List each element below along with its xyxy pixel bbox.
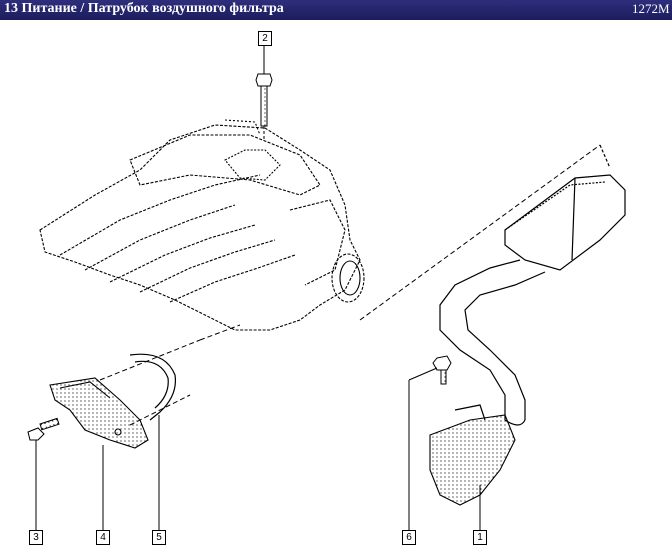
diagram-code: 1272M xyxy=(632,1,670,16)
air-filter-duct xyxy=(429,144,626,506)
bolt-3 xyxy=(27,417,60,441)
bolt-2 xyxy=(255,46,273,140)
assembly-lines xyxy=(99,144,601,426)
callout-3: 3 xyxy=(29,530,43,545)
callout-2: 2 xyxy=(258,31,272,46)
bolt-6 xyxy=(432,355,452,385)
bracket-4 xyxy=(49,377,149,449)
diagram-canvas: 2 3 4 5 6 1 xyxy=(0,20,672,555)
callout-4: 4 xyxy=(96,530,110,545)
title-bar: 13 Питание / Патрубок воздушного фильтра… xyxy=(0,0,672,20)
page-title: 13 Питание / Патрубок воздушного фильтра xyxy=(4,1,284,16)
callout-6: 6 xyxy=(402,530,416,545)
leader-lines xyxy=(35,44,481,530)
exploded-view-drawing xyxy=(27,44,626,530)
callout-1: 1 xyxy=(473,530,487,545)
callout-5: 5 xyxy=(152,530,166,545)
intake-manifold xyxy=(39,119,365,331)
clamp-5 xyxy=(129,353,177,421)
